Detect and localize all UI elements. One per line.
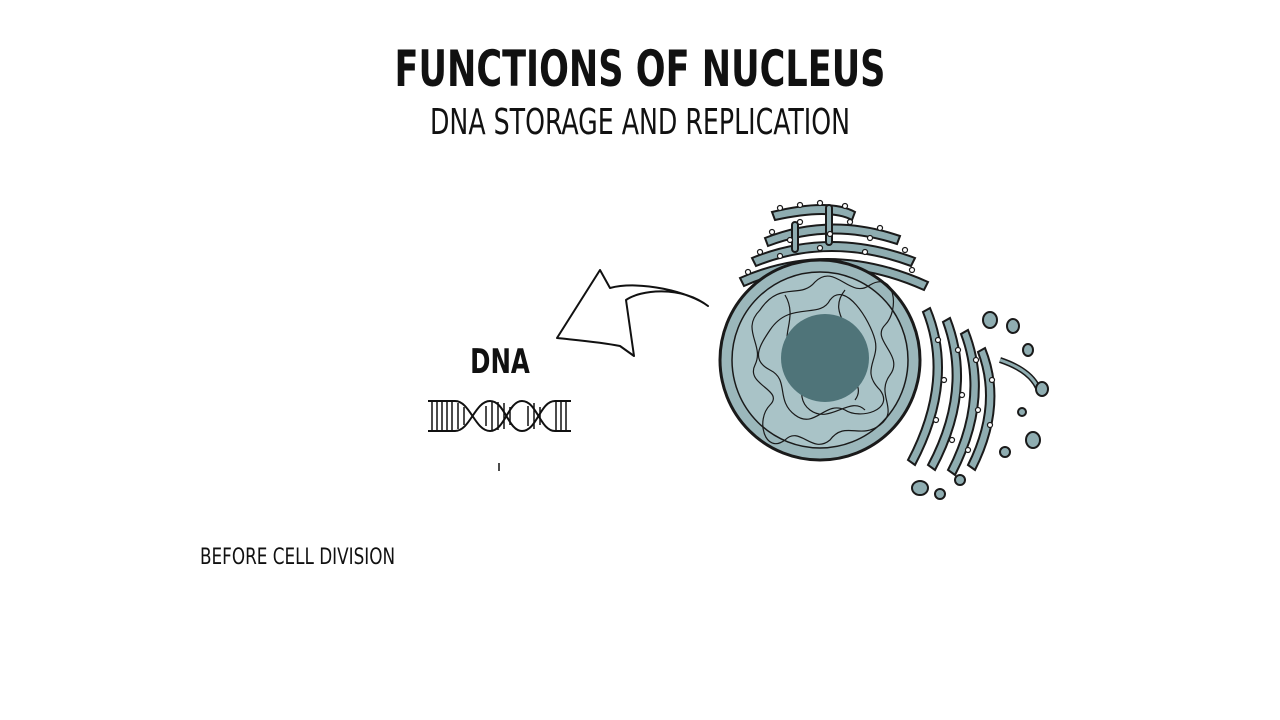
nucleolus xyxy=(781,314,869,402)
page-title: FUNCTIONS OF NUCLEUS xyxy=(394,40,886,98)
curved-arrow xyxy=(556,269,709,357)
ribosomes xyxy=(744,199,996,454)
before-cell-division-note: BEFORE CELL DIVISION xyxy=(200,545,396,570)
golgi-apparatus xyxy=(906,306,1049,500)
dna-helix-icon xyxy=(428,399,571,433)
page-subtitle: DNA STORAGE AND REPLICATION xyxy=(429,102,851,143)
dna-label: DNA xyxy=(470,342,530,382)
